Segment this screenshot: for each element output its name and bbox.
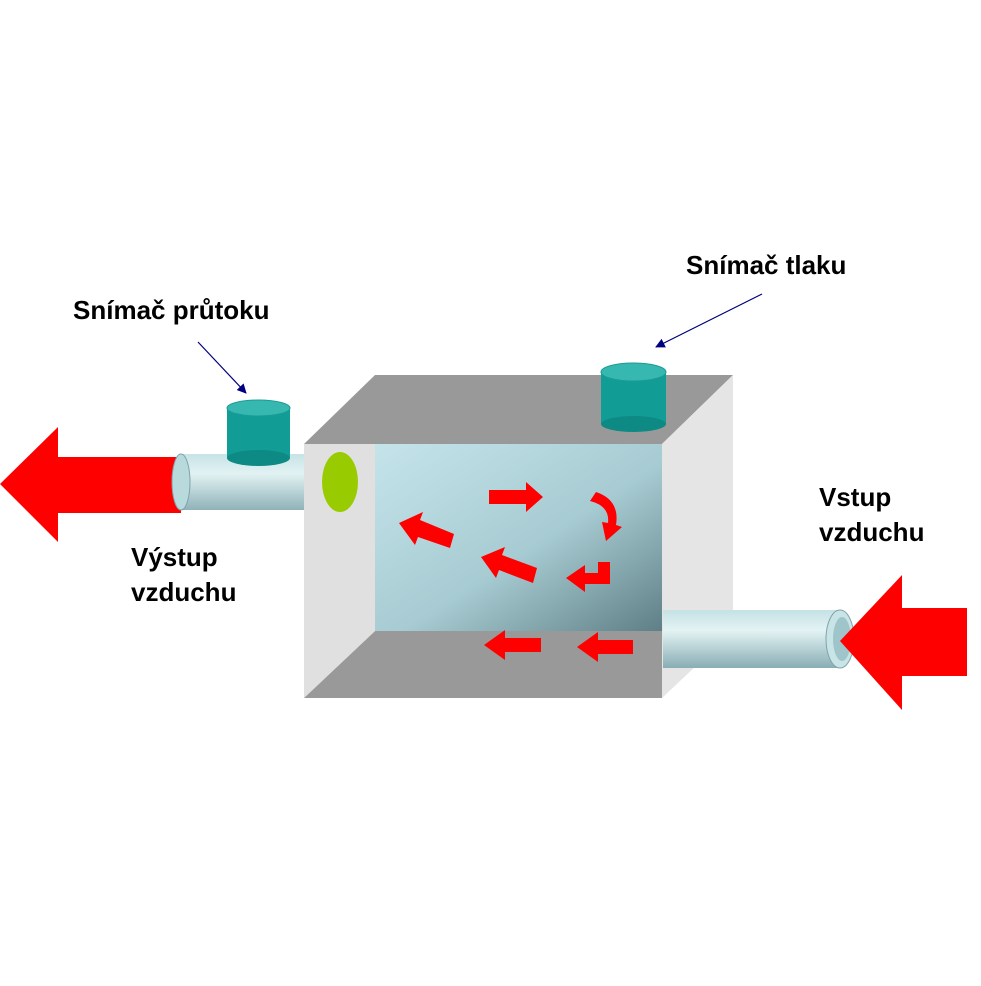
pressure-sensor-label: Snímač tlaku	[686, 250, 847, 280]
airflow-arrow-icon	[590, 492, 622, 541]
outlet-arrow-icon	[0, 427, 181, 542]
flow-sensor-label: Snímač průtoku	[73, 295, 270, 325]
air-outlet-label-line1: Výstup	[131, 542, 218, 572]
air-inlet-label-line1: Vstup	[819, 482, 892, 512]
airflow-arrows	[399, 482, 633, 662]
flow-sensor-icon	[226, 399, 291, 466]
airflow-arrow-icon	[577, 632, 633, 662]
box-bottom-face	[304, 631, 662, 698]
chamber-interior	[375, 444, 662, 631]
airflow-arrow-icon	[484, 630, 541, 660]
inlet-pipe	[663, 609, 855, 669]
airflow-arrow-icon	[566, 562, 610, 592]
air-outlet-label-line2: vzduchu	[131, 577, 237, 607]
airflow-arrow-icon	[481, 547, 537, 583]
air-inlet-label-line2: vzduchu	[819, 517, 925, 547]
pressure-sensor-leader-line	[655, 293, 763, 348]
air-outlet-label: Výstup vzduchu	[131, 540, 236, 610]
airflow-arrow-icon	[489, 482, 543, 512]
box-top-face	[304, 375, 733, 444]
air-inlet-label: Vstup vzduchu	[819, 480, 924, 550]
pressure-sensor-icon	[600, 362, 667, 432]
inlet-arrow-icon	[840, 575, 967, 710]
flow-sensor-leader-line	[197, 341, 247, 394]
box-left-inner	[304, 444, 375, 698]
airflow-arrow-icon	[399, 512, 454, 548]
indicator-light-icon	[322, 452, 358, 512]
